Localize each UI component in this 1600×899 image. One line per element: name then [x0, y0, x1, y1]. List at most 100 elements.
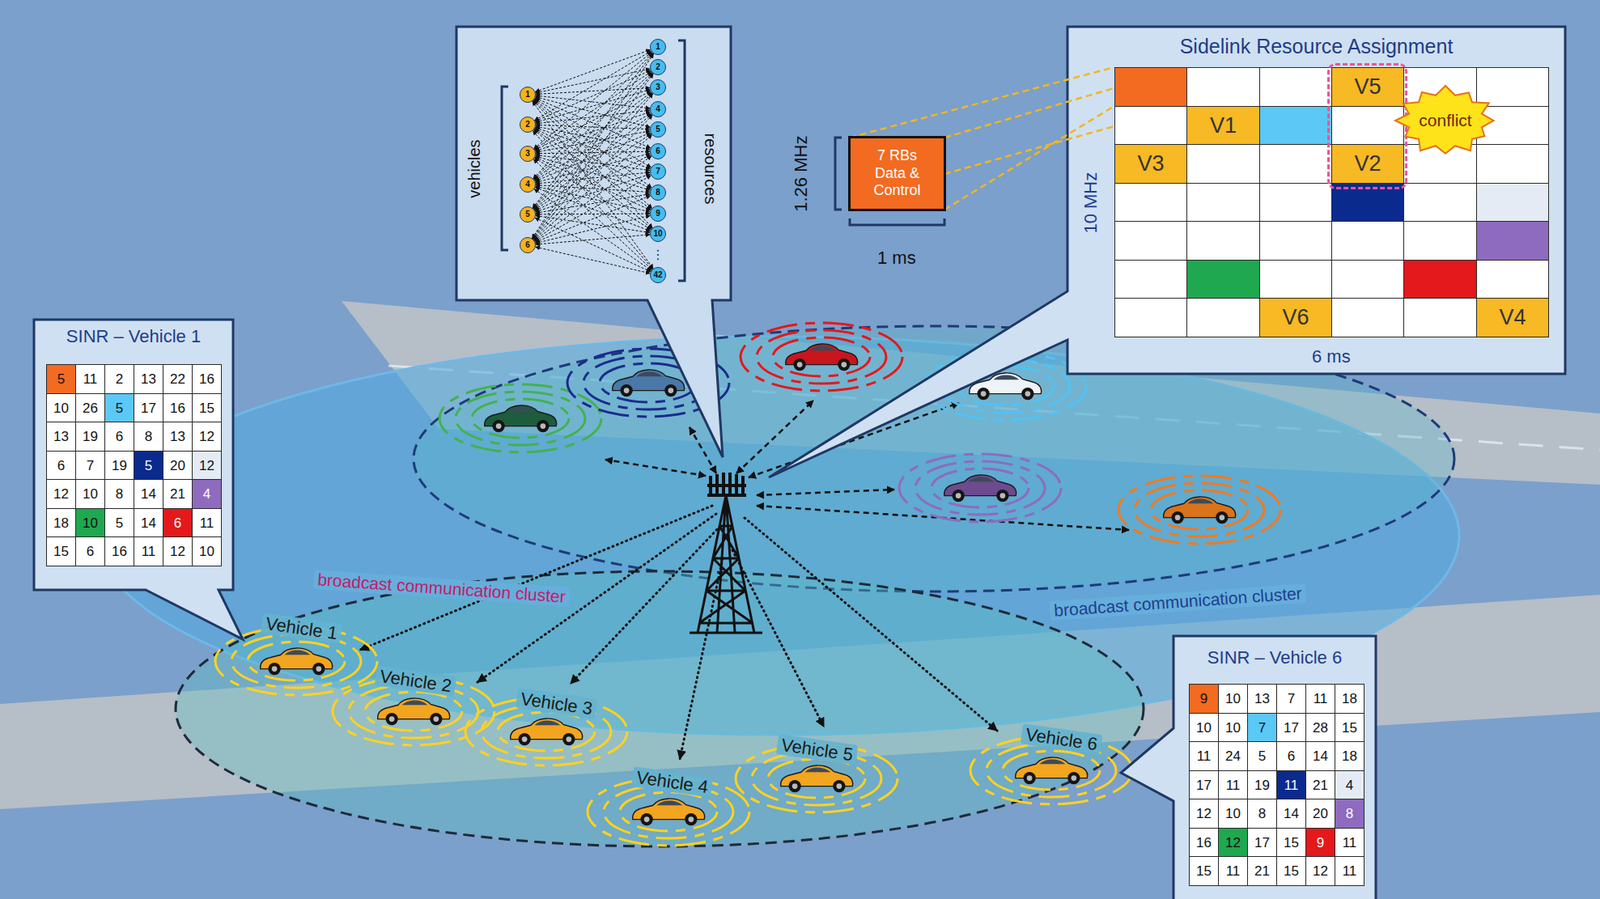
- grid-cell: 11: [1305, 683, 1336, 714]
- grid-cell: [1259, 220, 1333, 261]
- link-arrow: [732, 550, 824, 727]
- node-label: 7: [655, 167, 661, 176]
- grid-cell: 17: [1188, 770, 1219, 800]
- grid-cell: 11: [1334, 856, 1365, 887]
- sinr-value: 8: [115, 487, 124, 501]
- grid-cell: 22: [162, 364, 193, 395]
- graph-edge: [535, 213, 650, 216]
- node-label: 3: [525, 149, 531, 158]
- grid-cell: 16: [1188, 827, 1219, 858]
- signal-ring: [471, 398, 569, 438]
- car: [632, 798, 705, 826]
- signal-ring: [768, 759, 866, 798]
- label-holder: 6 ms: [1311, 346, 1351, 367]
- signal-ring: [931, 468, 1029, 508]
- graph-edge: [534, 175, 652, 242]
- grid-cell: [1331, 297, 1405, 338]
- grid-cell: 4: [1334, 770, 1365, 800]
- grid-cell: [1114, 182, 1188, 222]
- grid-cell: [1476, 106, 1550, 145]
- grid-cell: 15: [1276, 856, 1307, 887]
- sinr-value: 12: [199, 429, 215, 444]
- graph-edge: [534, 113, 652, 181]
- grid-cell: 14: [1305, 741, 1336, 772]
- signal-ring: [1002, 751, 1100, 790]
- graph-edge: [534, 114, 652, 209]
- sinr-value: 15: [1283, 836, 1299, 850]
- node-label: 4: [655, 105, 661, 114]
- grid-cell: 17: [1276, 712, 1307, 743]
- grid-cell: [1403, 297, 1477, 338]
- grid-cell: 10: [1188, 712, 1219, 743]
- grid-cell: 6: [104, 421, 135, 452]
- sinr-value: 12: [1196, 806, 1212, 821]
- sinr-value: 4: [203, 487, 211, 501]
- label-holder: 10 MHz: [1080, 171, 1101, 234]
- sinr-value: 17: [1196, 778, 1212, 793]
- sinr-value: 18: [53, 516, 69, 531]
- grid-cell: 11: [1334, 827, 1365, 858]
- grid-cell: V4: [1476, 297, 1550, 338]
- graph-callout: [456, 26, 731, 458]
- sinr-value: 7: [1258, 721, 1266, 735]
- graph-edge: [534, 189, 652, 272]
- sinr-value: 10: [82, 516, 98, 531]
- grid-cell: 12: [191, 421, 222, 452]
- grid-cell: 18: [1334, 741, 1365, 772]
- grid-cell: 11: [1276, 770, 1307, 800]
- grid-cell: 28: [1305, 712, 1336, 743]
- sinr-value: 5: [1258, 749, 1266, 764]
- sinr-value: 13: [140, 372, 157, 387]
- tower-antenna: [707, 472, 747, 496]
- node-label: 3: [655, 83, 661, 92]
- grid-cell: 19: [104, 450, 135, 480]
- grid-cell: 11: [1188, 741, 1219, 772]
- node-label: SINR – Vehicle 1: [33, 326, 234, 347]
- sinr-value: 8: [1345, 806, 1354, 821]
- grid-cell: 15: [1188, 856, 1219, 887]
- graph-edge: [533, 131, 654, 270]
- resource-node: 4: [649, 101, 667, 118]
- sinr-value: 5: [144, 458, 153, 473]
- sinr-value: 16: [111, 544, 128, 559]
- assignment-label: V5: [1353, 76, 1381, 98]
- car: [1015, 757, 1088, 785]
- node-label: 5: [525, 210, 531, 219]
- grid-cell: [1114, 67, 1188, 107]
- node-label: Sidelink Resource Assignment: [1067, 34, 1566, 59]
- grid-cell: 13: [162, 421, 193, 452]
- label-holder: 1.26 MHz: [790, 135, 811, 212]
- sinr-value: 11: [141, 544, 157, 559]
- assignment-panel: Sidelink Resource AssignmentconflictV5V1…: [1067, 26, 1566, 374]
- tower-lattice: [689, 495, 763, 633]
- sinr-value: 21: [169, 487, 186, 501]
- grid-cell: 6: [46, 450, 77, 480]
- grid-cell: 21: [162, 479, 193, 510]
- dimension-label: 6 ms: [1311, 346, 1351, 367]
- sinr-value: 19: [111, 458, 128, 473]
- sinr-value: 11: [199, 516, 215, 531]
- resource-node: 2: [649, 59, 667, 76]
- sinr-value: 11: [1342, 864, 1358, 879]
- resource-node: 1: [649, 38, 667, 56]
- grid-cell: 20: [1305, 798, 1336, 829]
- bracket: [678, 40, 685, 281]
- sinr-value: 11: [1342, 836, 1358, 850]
- grid-cell: 15: [1276, 827, 1307, 858]
- car: [1163, 496, 1236, 524]
- link-arrow: [679, 558, 723, 760]
- grid-cell: 19: [75, 421, 106, 452]
- grid-cell: [1476, 259, 1550, 299]
- car: [785, 343, 858, 371]
- label-holder: ⋮: [651, 247, 665, 263]
- grid-cell: [1259, 182, 1333, 222]
- resource-node: 8: [649, 184, 667, 201]
- resource-node: 5: [649, 121, 667, 138]
- grid-cell: 17: [133, 393, 164, 423]
- car: [484, 405, 557, 433]
- grid-cell: 13: [46, 421, 77, 452]
- sinr-value: 11: [1226, 864, 1241, 879]
- grid-cell: [1476, 182, 1550, 222]
- sinr-value: 10: [1196, 721, 1212, 735]
